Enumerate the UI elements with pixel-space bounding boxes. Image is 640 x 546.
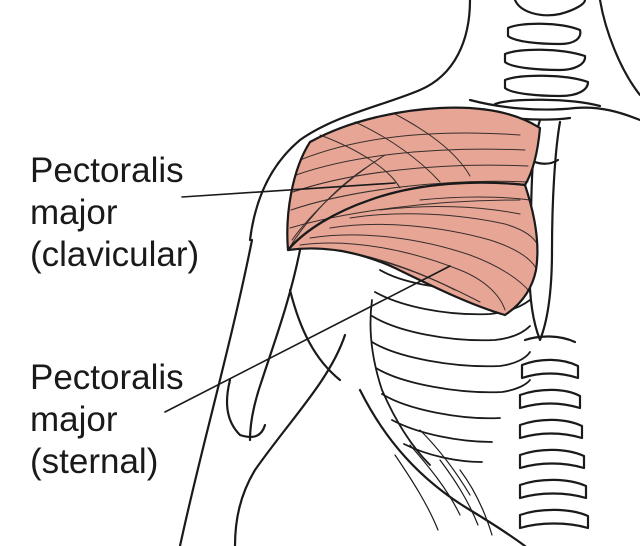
leader-line-clavicular bbox=[181, 182, 396, 198]
muscle-fibers bbox=[287, 113, 539, 311]
label-sternal-line-3: (sternal) bbox=[30, 442, 159, 481]
pectoralis-major-sternal bbox=[286, 181, 539, 317]
spine bbox=[518, 335, 590, 530]
cervical-spine bbox=[493, 0, 602, 108]
label-clavicular-line-2: major bbox=[30, 193, 118, 232]
leader-lines bbox=[164, 182, 451, 413]
label-clavicular-line-1: Pectoralis bbox=[30, 151, 184, 190]
leader-line-sternal bbox=[164, 265, 451, 413]
serratus-texture bbox=[394, 429, 493, 536]
label-pectoralis-major-sternal: Pectoralis major (sternal) bbox=[30, 357, 184, 483]
label-pectoralis-major-clavicular: Pectoralis major (clavicular) bbox=[30, 150, 199, 276]
label-clavicular-line-3: (clavicular) bbox=[30, 235, 200, 274]
label-sternal-line-1: Pectoralis bbox=[30, 358, 184, 397]
label-sternal-line-2: major bbox=[30, 400, 118, 439]
body-outline bbox=[178, 0, 640, 546]
